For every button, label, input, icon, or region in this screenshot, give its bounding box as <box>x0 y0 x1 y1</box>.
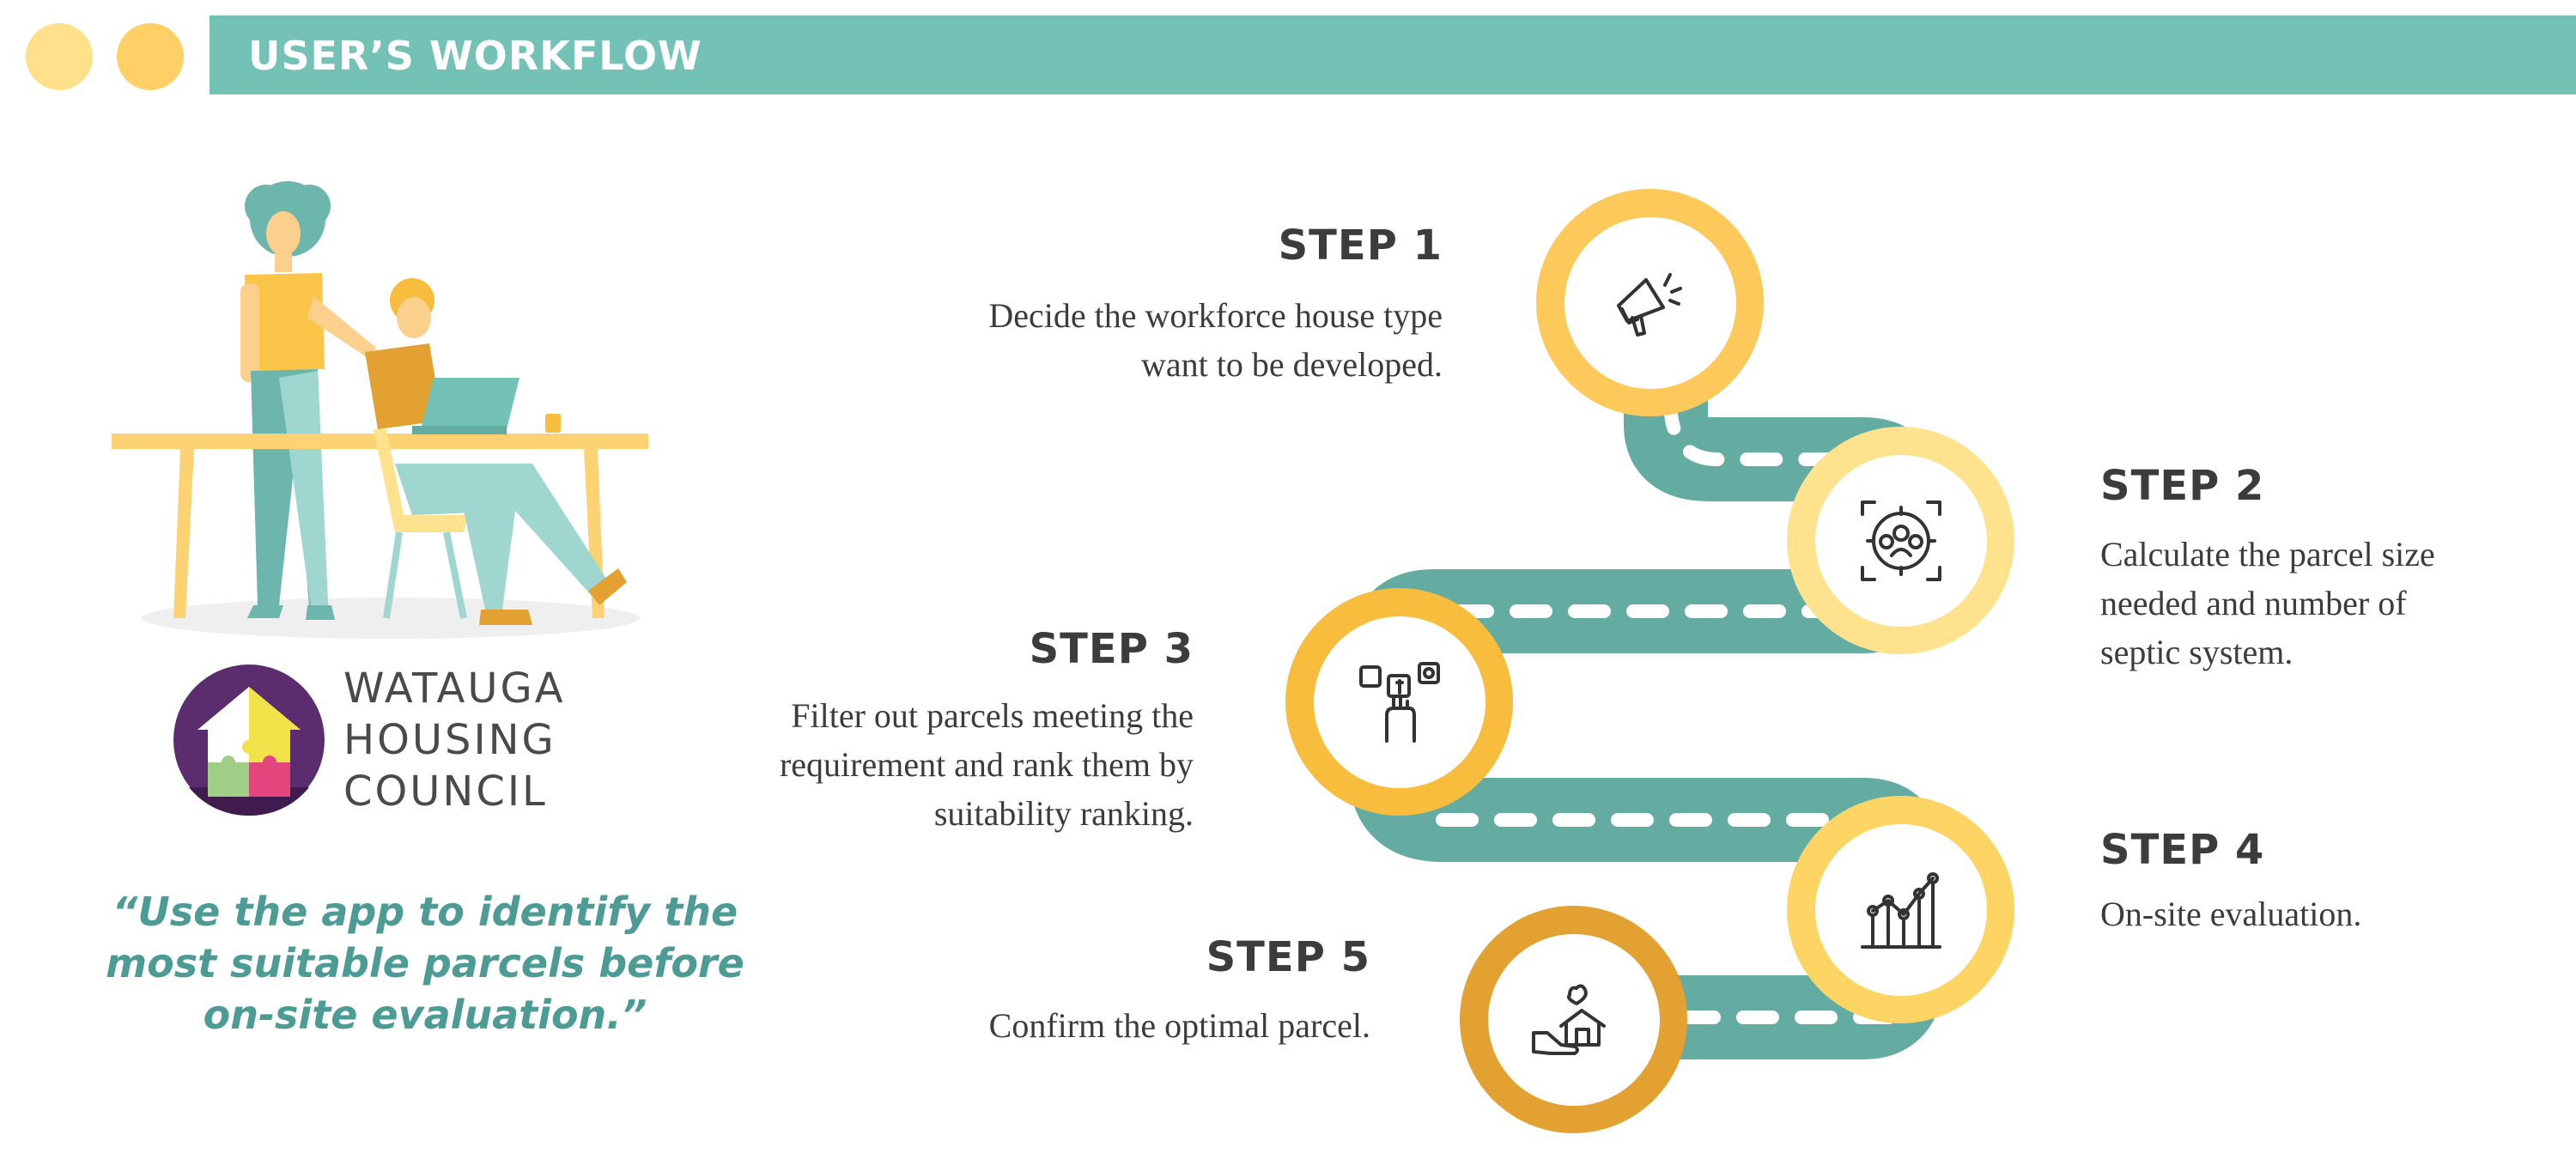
step1-description: Decide the workforce house type want to … <box>988 296 1443 384</box>
megaphone-icon <box>1616 272 1682 337</box>
logo-line-2: HOUSING <box>343 716 556 764</box>
quote: “Use the app to identify the most suitab… <box>106 889 744 1038</box>
step4-title: STEP 4 <box>2100 826 2265 874</box>
social-media-hand-icon <box>1358 661 1440 743</box>
workers-illustration <box>112 181 648 639</box>
step5-badge <box>1460 906 1687 1133</box>
step5-title: STEP 5 <box>1206 933 1370 981</box>
logo-mark <box>173 664 325 816</box>
step2-badge <box>1787 427 2014 654</box>
step3-description: Filter out parcels meeting the requireme… <box>779 696 1194 833</box>
step2-description: Calculate the parcel size needed and num… <box>2100 535 2435 671</box>
logo-line-3: COUNCIL <box>343 768 548 816</box>
target-group-icon <box>1860 500 1941 581</box>
header-dot-dark <box>117 23 184 90</box>
step4-description: On-site evaluation. <box>2100 895 2362 933</box>
hand-house-heart-icon <box>1531 983 1606 1055</box>
step3-title: STEP 3 <box>1029 625 1194 673</box>
growth-chart-icon <box>1860 871 1941 949</box>
step5-description: Confirm the optimal parcel. <box>988 1006 1370 1045</box>
step1-title: STEP 1 <box>1278 221 1443 270</box>
header-dot-light <box>26 23 93 90</box>
step3-badge <box>1285 588 1513 816</box>
header-banner: USER’S WORKFLOW <box>210 15 2576 94</box>
step4-badge <box>1787 796 2014 1023</box>
page-title: USER’S WORKFLOW <box>248 33 702 79</box>
step2-title: STEP 2 <box>2100 462 2265 510</box>
logo-line-1: WATAUGA <box>343 664 566 713</box>
step1-badge <box>1536 189 1764 416</box>
